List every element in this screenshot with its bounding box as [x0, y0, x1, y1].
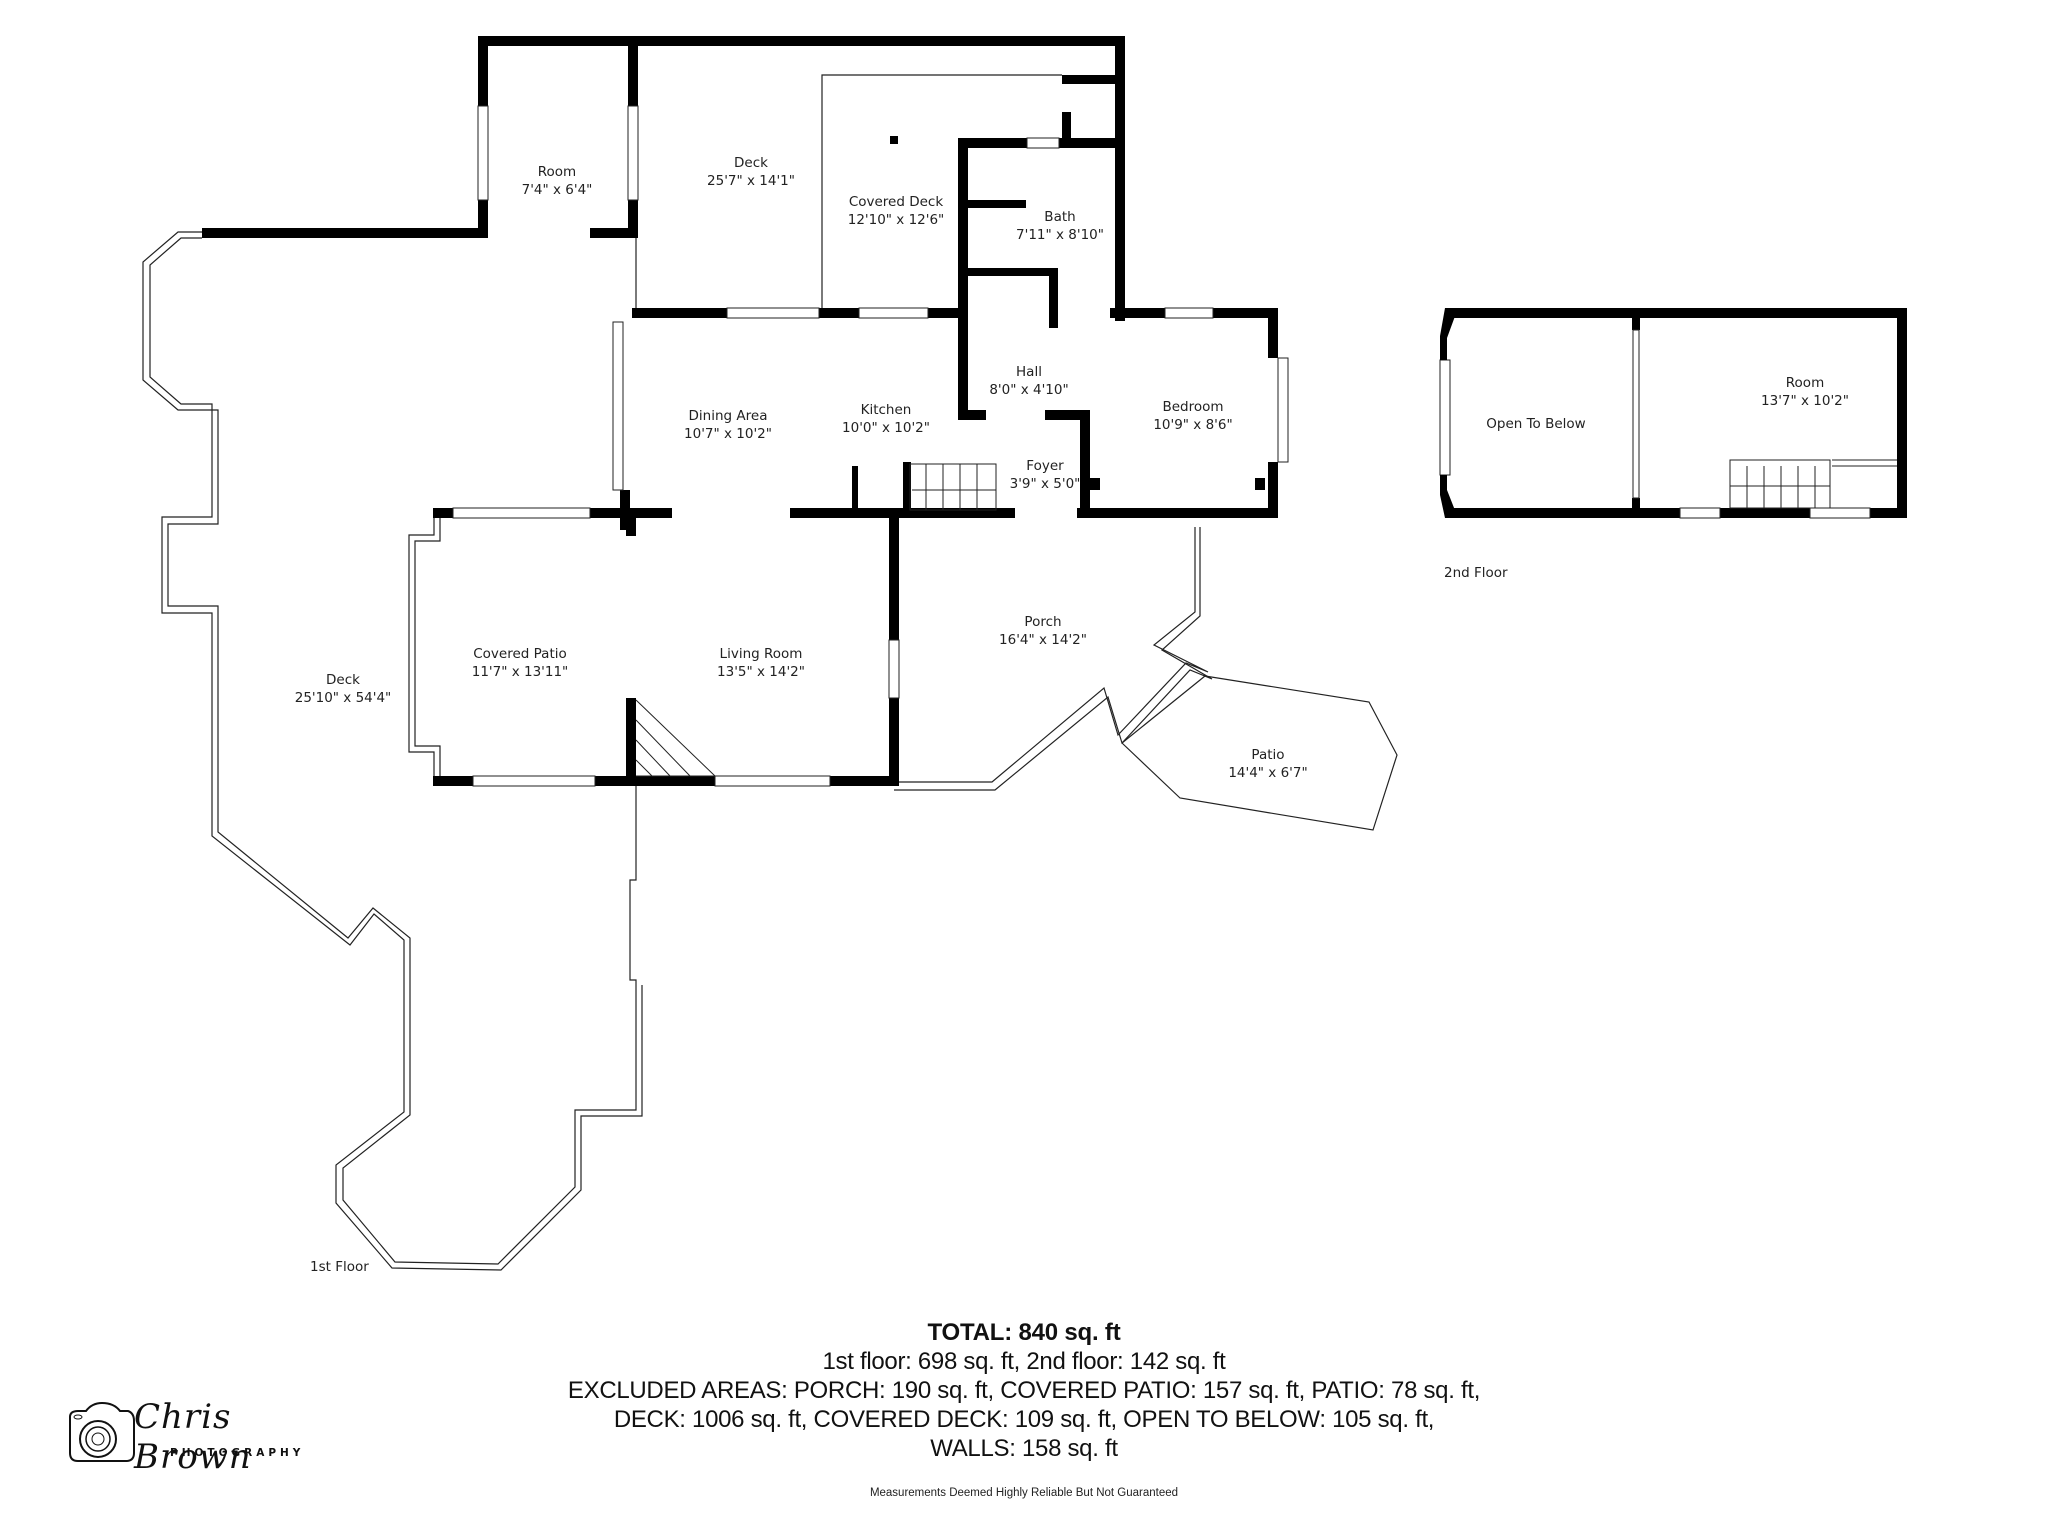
room-label-covered-patio: Covered Patio 11'7" x 13'11" — [472, 645, 569, 681]
room-label-kitchen: Kitchen 10'0" x 10'2" — [842, 401, 930, 437]
first-floor-label: 1st Floor — [310, 1259, 369, 1275]
room-label-open-to-below: Open To Below — [1486, 415, 1585, 433]
room-label-bath: Bath 7'11" x 8'10" — [1016, 208, 1104, 244]
second-floor-left-wall-lower — [1440, 475, 1458, 518]
room-name: Room — [537, 164, 577, 180]
room-name: Dining Area — [688, 408, 768, 424]
room-name: Bedroom — [1162, 399, 1224, 415]
windows — [452, 105, 1871, 787]
room-name: Room — [1785, 375, 1825, 391]
second-floor-left-wall — [1440, 308, 1458, 360]
room-name: Hall — [1016, 364, 1042, 380]
room-name: Deck — [734, 155, 768, 171]
room-label-deck-upper: Deck 25'7" x 14'1" — [707, 154, 795, 190]
room-name: Living Room — [719, 646, 803, 662]
excluded-areas-line-1: EXCLUDED AREAS: PORCH: 190 sq. ft, COVER… — [567, 1377, 1481, 1404]
room-dims: 25'7" x 14'1" — [707, 173, 795, 189]
logo: Chris Brown PHOTOGRAPHY — [62, 1395, 342, 1477]
room-label-bedroom: Bedroom 10'9" x 8'6" — [1153, 398, 1232, 434]
room-dims: 13'7" x 10'2" — [1761, 393, 1849, 409]
camera-icon — [69, 1401, 135, 1462]
room-name: Covered Deck — [848, 194, 944, 210]
room-label-patio: Patio 14'4" x 6'7" — [1228, 746, 1307, 782]
room-dims: 3'9" x 5'0" — [1009, 476, 1081, 492]
room-dims: 10'7" x 10'2" — [684, 426, 772, 442]
room-label-dining-area: Dining Area 10'7" x 10'2" — [684, 407, 772, 443]
room-label-living-room: Living Room 13'5" x 14'2" — [717, 645, 805, 681]
room-name: Porch — [1024, 614, 1062, 630]
first-floor-plan — [142, 36, 1907, 1271]
room-dims: 13'5" x 14'2" — [717, 664, 805, 680]
room-label-hall: Hall 8'0" x 4'10" — [989, 363, 1068, 399]
room-dims: 14'4" x 6'7" — [1228, 765, 1308, 781]
logo-script-text: Chris Brown — [134, 1397, 252, 1477]
room-dims: 10'9" x 8'6" — [1153, 417, 1233, 433]
room-dims: 7'4" x 6'4" — [521, 182, 593, 198]
room-dims: 25'10" x 54'4" — [294, 690, 392, 706]
room-label-foyer: Foyer 3'9" x 5'0" — [1010, 457, 1081, 493]
room-dims: 16'4" x 14'2" — [999, 632, 1087, 648]
area-summary: TOTAL: 840 sq. ft 1st floor: 698 sq. ft,… — [0, 1318, 2048, 1463]
room-dims: 7'11" x 8'10" — [1016, 227, 1104, 243]
room-label-covered-deck: Covered Deck 12'10" x 12'6" — [848, 193, 945, 229]
room-name: Bath — [1044, 209, 1076, 225]
stairs — [635, 459, 1897, 777]
excluded-areas-line-2: DECK: 1006 sq. ft, COVERED DECK: 109 sq.… — [613, 1406, 1435, 1433]
deck-outline — [142, 74, 1398, 1271]
room-label-room-second-floor: Room 13'7" x 10'2" — [1761, 374, 1849, 410]
room-dims: 11'7" x 13'11" — [471, 664, 569, 680]
total-area: TOTAL: 840 sq. ft — [927, 1319, 1121, 1346]
logo-subtitle: PHOTOGRAPHY — [170, 1447, 305, 1459]
room-name: Foyer — [1026, 458, 1064, 474]
room-name: Patio — [1251, 747, 1285, 763]
room-name: Covered Patio — [473, 646, 567, 662]
excluded-areas-line-3: WALLS: 158 sq. ft — [930, 1435, 1118, 1462]
room-name: Deck — [326, 672, 360, 688]
room-label-porch: Porch 16'4" x 14'2" — [999, 613, 1087, 649]
room-dims: 8'0" x 4'10" — [989, 382, 1069, 398]
room-label-deck-large: Deck 25'10" x 54'4" — [295, 671, 392, 707]
covered-deck-post — [890, 136, 898, 144]
room-dims: 10'0" x 10'2" — [842, 420, 930, 436]
room-label-room-small: Room 7'4" x 6'4" — [522, 163, 593, 199]
second-floor-label: 2nd Floor — [1444, 565, 1508, 581]
disclaimer: Measurements Deemed Highly Reliable But … — [869, 1487, 1179, 1499]
room-dims: 12'10" x 12'6" — [847, 212, 945, 228]
room-name: Kitchen — [860, 402, 912, 418]
floor-areas: 1st floor: 698 sq. ft, 2nd floor: 142 sq… — [822, 1348, 1226, 1375]
room-name: Open To Below — [1486, 416, 1586, 432]
